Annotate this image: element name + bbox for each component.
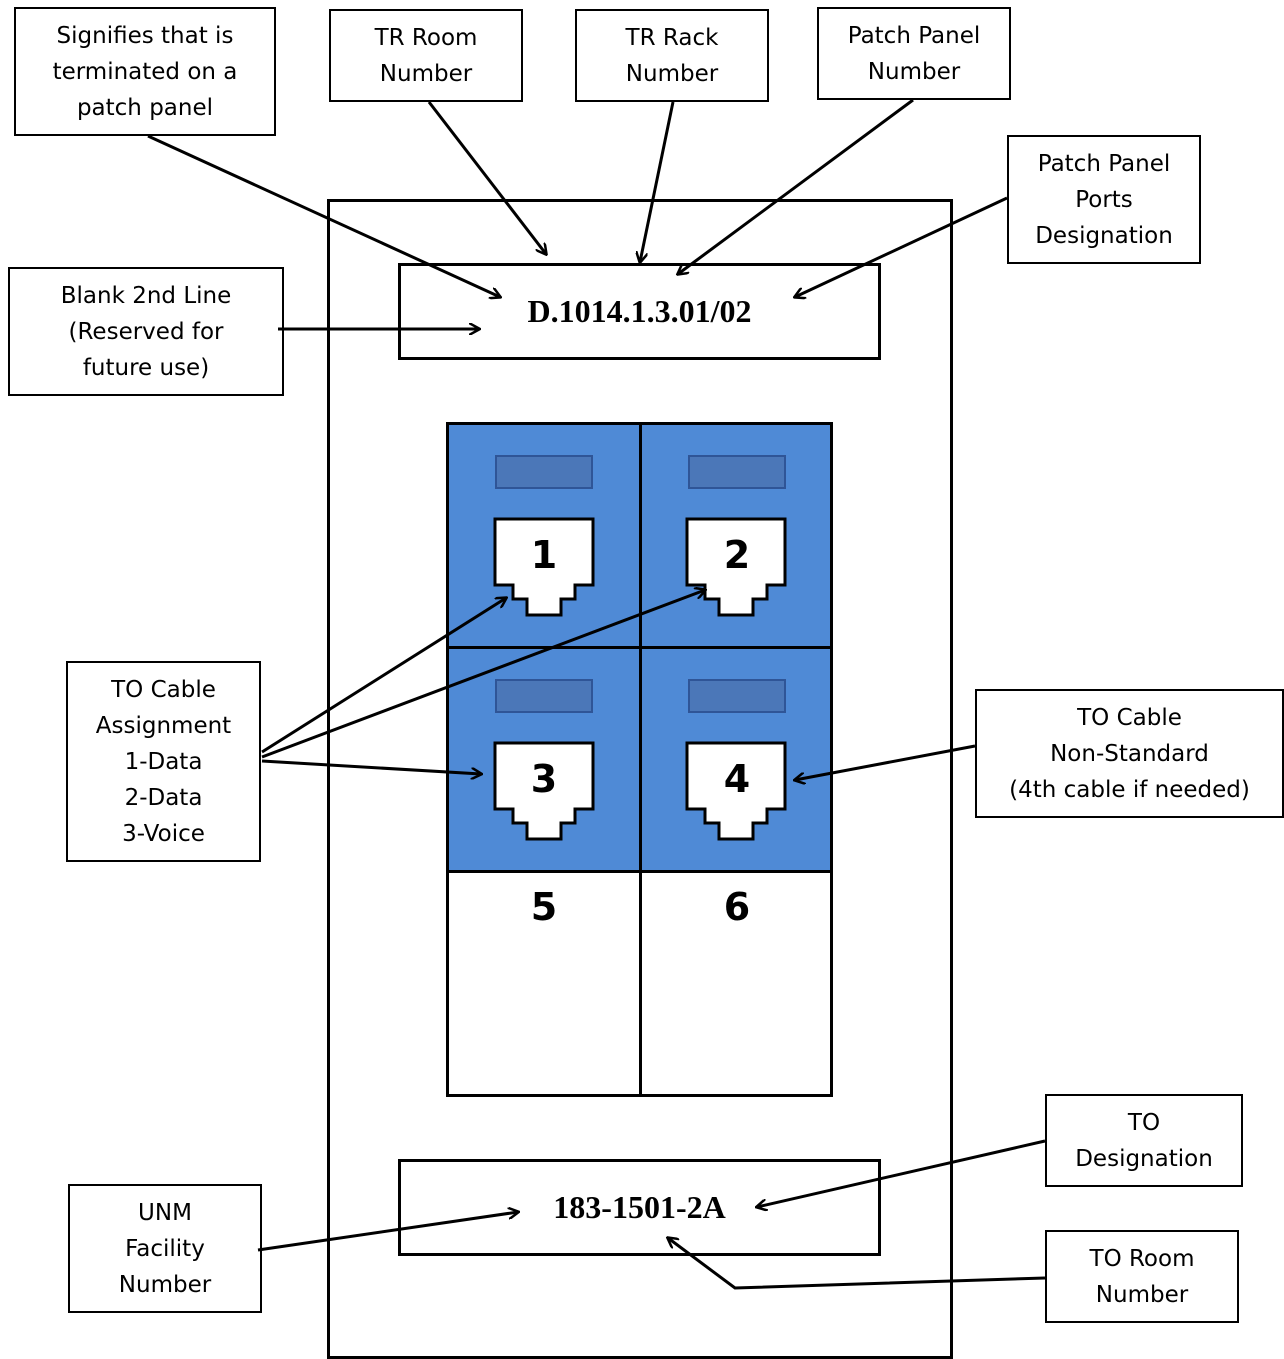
bottom-label: 183-1501-2A <box>398 1159 881 1256</box>
callout-to-designation: TO Designation <box>1045 1094 1243 1187</box>
port-number-1: 1 <box>530 533 558 577</box>
label-slot-3 <box>495 679 593 713</box>
label-slot-1 <box>495 455 593 489</box>
callout-to-cable-assignment: TO Cable Assignment 1-Data 2-Data 3-Voic… <box>66 661 261 862</box>
port-number-3: 3 <box>530 757 558 801</box>
port-number-4: 4 <box>723 757 751 801</box>
top-label: D.1014.1.3.01/02 <box>398 263 881 360</box>
port-cell-5 <box>446 870 642 1097</box>
port-number-6: 6 <box>723 885 751 929</box>
callout-patch-panel-number: Patch Panel Number <box>817 7 1011 100</box>
callout-to-cable-non-standard: TO Cable Non-Standard (4th cable if need… <box>975 689 1284 818</box>
rj45-jack-4-icon <box>685 741 787 841</box>
port-cell-6 <box>639 870 833 1097</box>
callout-tr-room-number: TR Room Number <box>329 9 523 102</box>
callout-tr-rack-number: TR Rack Number <box>575 9 769 102</box>
rj45-jack-3-icon <box>493 741 595 841</box>
label-slot-2 <box>688 455 786 489</box>
callout-to-room-number: TO Room Number <box>1045 1230 1239 1323</box>
callout-patch-panel-signifier: Signifies that is terminated on a patch … <box>14 7 276 136</box>
callout-unm-facility-number: UNM Facility Number <box>68 1184 262 1313</box>
rj45-jack-2-icon <box>685 517 787 617</box>
callout-blank-second-line: Blank 2nd Line (Reserved for future use) <box>8 267 284 396</box>
callout-patch-panel-ports-designation: Patch Panel Ports Designation <box>1007 135 1201 264</box>
port-number-5: 5 <box>530 885 558 929</box>
label-slot-4 <box>688 679 786 713</box>
port-number-2: 2 <box>723 533 751 577</box>
